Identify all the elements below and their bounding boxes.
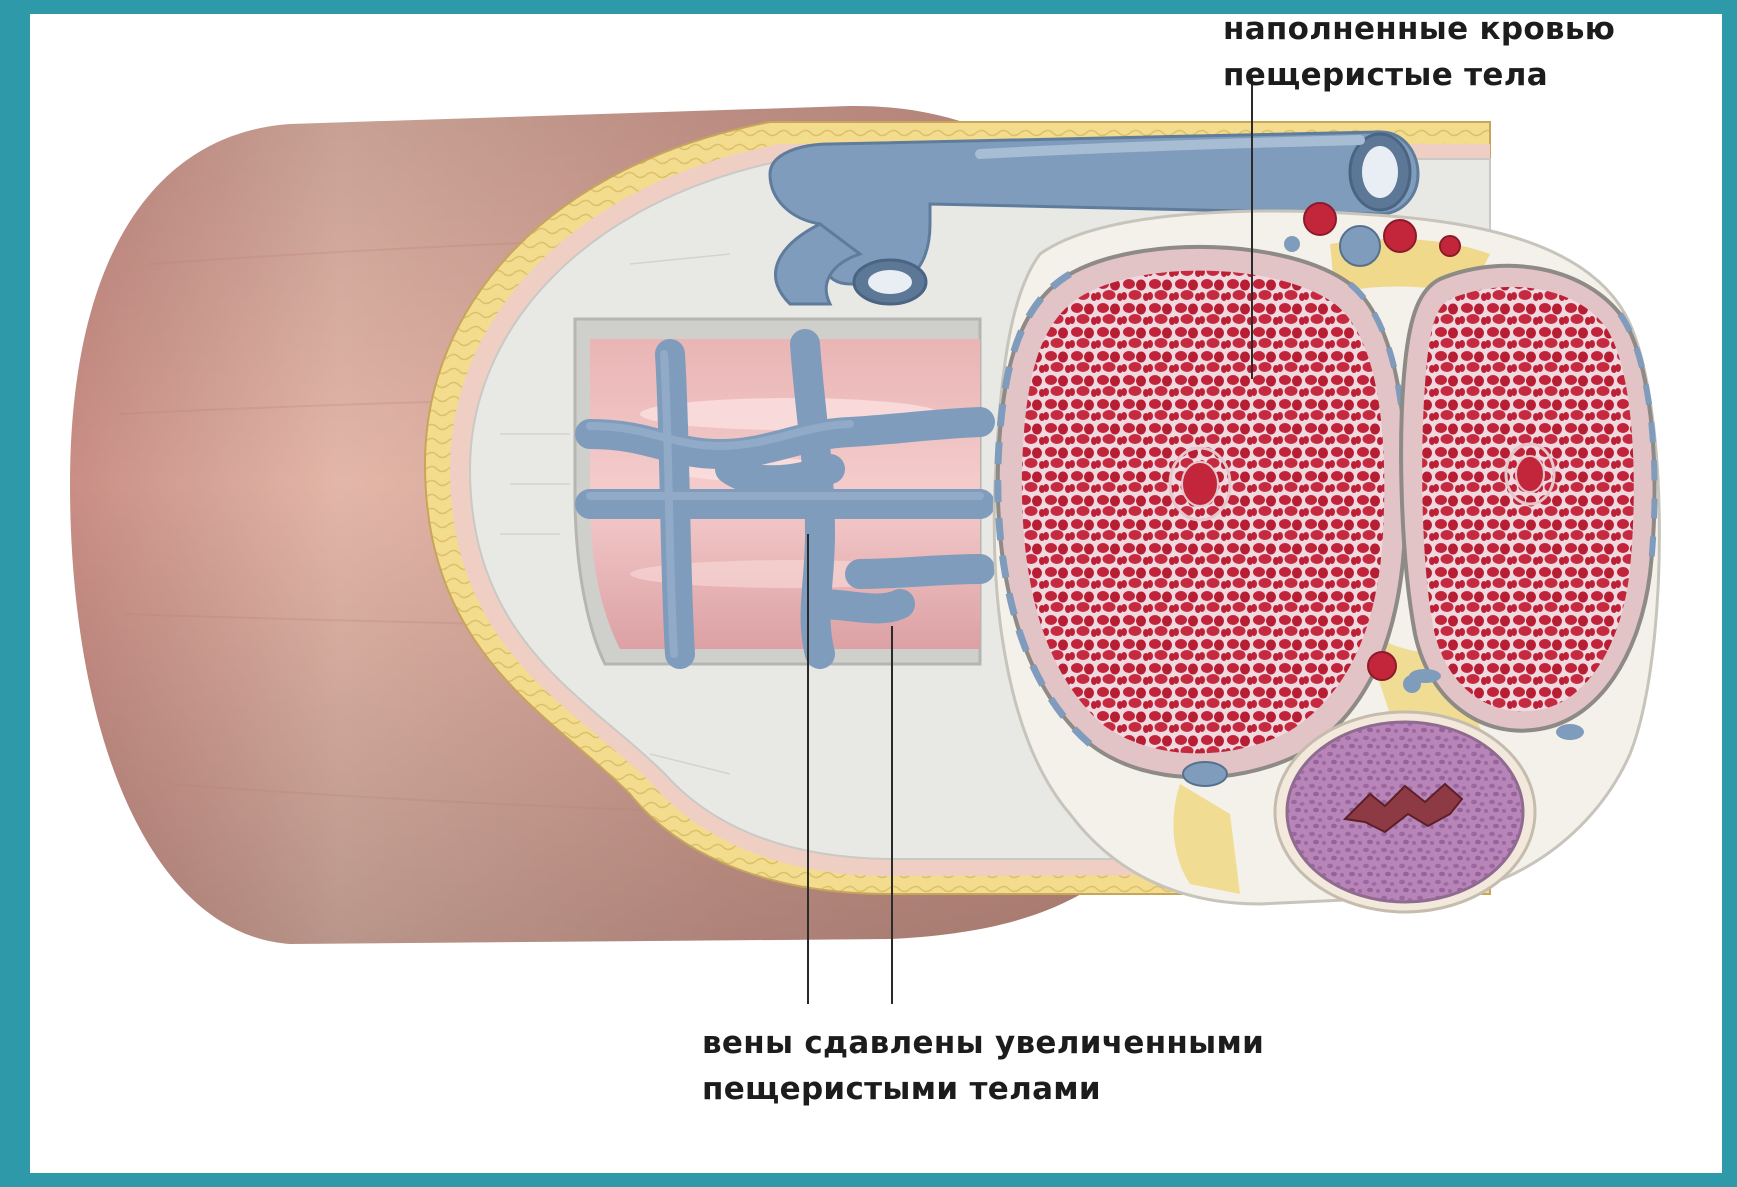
corpus-cavernosum-left (998, 247, 1406, 778)
label-engorged-line1: наполненные кровью (1223, 14, 1615, 52)
corpus-cavernosum-right (1401, 266, 1654, 731)
label-veins-line2: пещеристыми телами (702, 1066, 1264, 1112)
label-veins-line1: вены сдавлены увеличенными (702, 1020, 1264, 1066)
penis-cross-section-illustration (30, 14, 1722, 1173)
label-engorged-cavernous-bodies: наполненные кровью пещеристые тела (1223, 14, 1615, 98)
label-engorged-line2: пещеристые тела (1223, 52, 1615, 98)
corpus-spongiosum (1275, 712, 1535, 912)
illustration-frame: наполненные кровью пещеристые тела вены … (30, 14, 1722, 1173)
label-compressed-veins: вены сдавлены увеличенными пещеристыми т… (702, 1020, 1264, 1112)
